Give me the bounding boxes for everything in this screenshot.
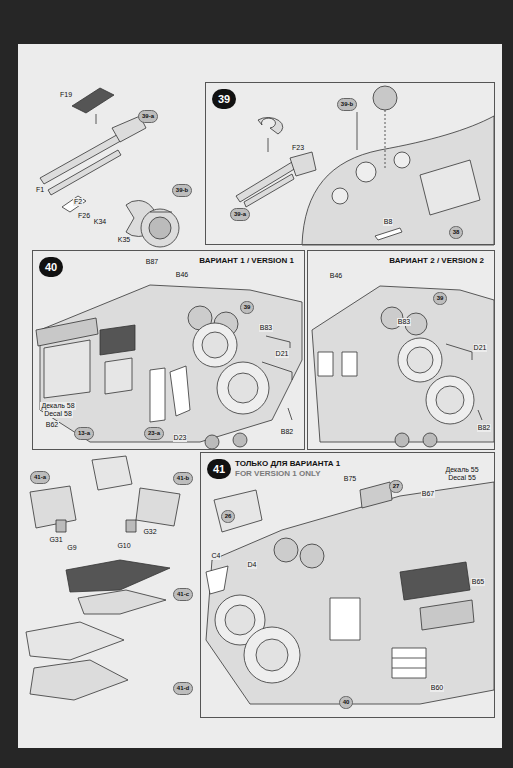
callout-number: 41-b [173, 472, 193, 485]
fuselage-step-41 [206, 482, 494, 704]
part-name: F2 [73, 198, 83, 206]
callout-number: 26 [221, 510, 236, 523]
part-name: B75 [343, 475, 357, 483]
part-name: F23 [291, 144, 305, 152]
callout-number: 41-c [173, 588, 193, 601]
part-name: F1 [35, 186, 45, 194]
fuselage-version-1 [36, 285, 302, 449]
part-name: B82 [280, 428, 294, 436]
step-panel: ВАРИАНТ 2 / VERSION 2 [307, 250, 495, 450]
callout-number: 38 [449, 226, 464, 239]
step-number: 40 [39, 257, 63, 277]
part-name: G32 [142, 528, 157, 536]
step-panel: 40 ВАРИАНТ 1 / VERSION 1 [32, 250, 305, 450]
armour-subassemblies [26, 456, 180, 700]
part-name: B8 [383, 218, 394, 226]
callout-number: 41-d [173, 682, 193, 695]
part-name: B60 [430, 684, 444, 692]
fuselage-version-2 [312, 286, 494, 447]
part-name: B87 [145, 258, 159, 266]
callout-number: 39-b [172, 184, 192, 197]
callout-number: 39-a [230, 208, 250, 221]
part-name: C4 [211, 552, 222, 560]
callout-number: 13-a [74, 427, 94, 440]
part-name: D21 [275, 350, 290, 358]
part-name: G31 [48, 536, 63, 544]
callout-number: 23-a [144, 427, 164, 440]
part-name: K35 [117, 236, 131, 244]
step-note-english: FOR VERSION 1 ONLY [233, 469, 323, 478]
part-name: B83 [259, 324, 273, 332]
gun-subassembly [40, 88, 179, 247]
step-note: ТОЛЬКО ДЛЯ ВАРИАНТА 1 [233, 459, 342, 468]
step-number: 41 [207, 459, 231, 479]
part-name: B46 [329, 272, 343, 280]
version-title: ВАРИАНТ 1 / VERSION 1 [197, 256, 296, 265]
part-name: D4 [247, 561, 258, 569]
callout-number: 27 [389, 480, 404, 493]
part-name: B65 [471, 578, 485, 586]
part-name: K34 [93, 218, 107, 226]
part-name: B46 [175, 271, 189, 279]
part-name: Decal 55 [447, 474, 477, 482]
step-number: 39 [212, 89, 236, 109]
part-name: Декаль 55 [444, 466, 479, 474]
part-name: D23 [173, 434, 188, 442]
step-panel: 41ТОЛЬКО ДЛЯ ВАРИАНТА 1FOR VERSION 1 ONL… [200, 452, 495, 718]
part-name: G10 [116, 542, 131, 550]
callout-number: 41-a [30, 471, 50, 484]
nose-front-view [236, 86, 494, 245]
part-name: F26 [77, 212, 91, 220]
part-name: B82 [477, 424, 491, 432]
part-name: B67 [421, 490, 435, 498]
part-name: Декаль 58 [40, 402, 75, 410]
part-name: Decal 58 [43, 410, 73, 418]
callout-number: 39 [433, 292, 448, 305]
version-title: ВАРИАНТ 2 / VERSION 2 [387, 256, 486, 265]
part-name: F19 [59, 91, 73, 99]
callout-number: 40 [339, 696, 354, 709]
part-name: B83 [397, 318, 411, 326]
callout-number: 39 [240, 301, 255, 314]
part-name: B62 [45, 421, 59, 429]
callout-number: 39-b [337, 98, 357, 111]
part-name: G9 [66, 544, 77, 552]
callout-number: 39-a [138, 110, 158, 123]
part-name: D21 [473, 344, 488, 352]
